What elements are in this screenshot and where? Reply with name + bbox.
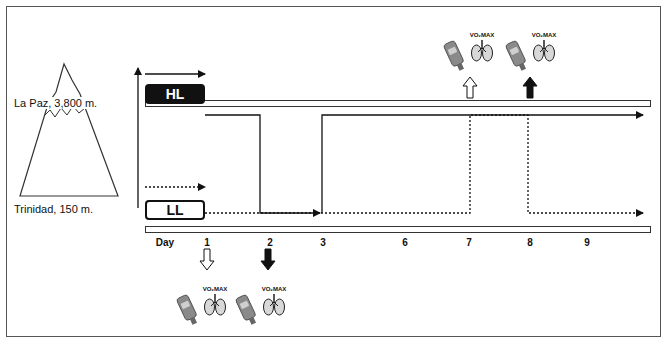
day-label: Day — [156, 237, 174, 248]
vo2max-test-icon — [235, 294, 284, 326]
group-label: LL — [166, 202, 183, 218]
altitude-label: Trinidad, 150 m. — [12, 203, 95, 215]
vo2max-label: VO₂MAX — [470, 32, 495, 39]
day-label: 8 — [527, 237, 533, 248]
ll-key-line — [145, 186, 205, 187]
vo2max-test-icon — [443, 40, 492, 72]
vo2max-label: VO₂MAX — [262, 286, 287, 293]
test-arrow — [200, 249, 214, 270]
high-altitude-bar — [146, 101, 651, 107]
day-label: 2 — [267, 237, 273, 248]
day-label: 3 — [320, 237, 326, 248]
altitude-label: La Paz, 3,800 m. — [12, 97, 99, 109]
altitude-axis — [137, 68, 138, 208]
test-arrow — [261, 249, 275, 270]
vo2max-test-icon — [505, 40, 554, 72]
hl-key-line — [145, 73, 205, 74]
group-box: HL — [145, 84, 205, 104]
test-arrow — [523, 77, 537, 98]
day-label: 1 — [204, 237, 210, 248]
day-label: 6 — [402, 237, 408, 248]
vo2max-label: VO₂MAX — [532, 32, 557, 39]
hl-route — [322, 115, 643, 213]
low-altitude-bar — [146, 227, 651, 233]
frame — [7, 7, 661, 337]
test-arrow — [463, 77, 477, 98]
group-label: HL — [166, 86, 185, 102]
day-label: 7 — [466, 237, 472, 248]
hl-route — [205, 115, 320, 213]
mountain — [20, 64, 118, 196]
day-label: 9 — [584, 237, 590, 248]
vo2max-label: VO₂MAX — [203, 286, 228, 293]
vo2max-test-icon — [176, 294, 225, 326]
ll-route — [205, 115, 643, 213]
group-box: LL — [145, 200, 205, 220]
